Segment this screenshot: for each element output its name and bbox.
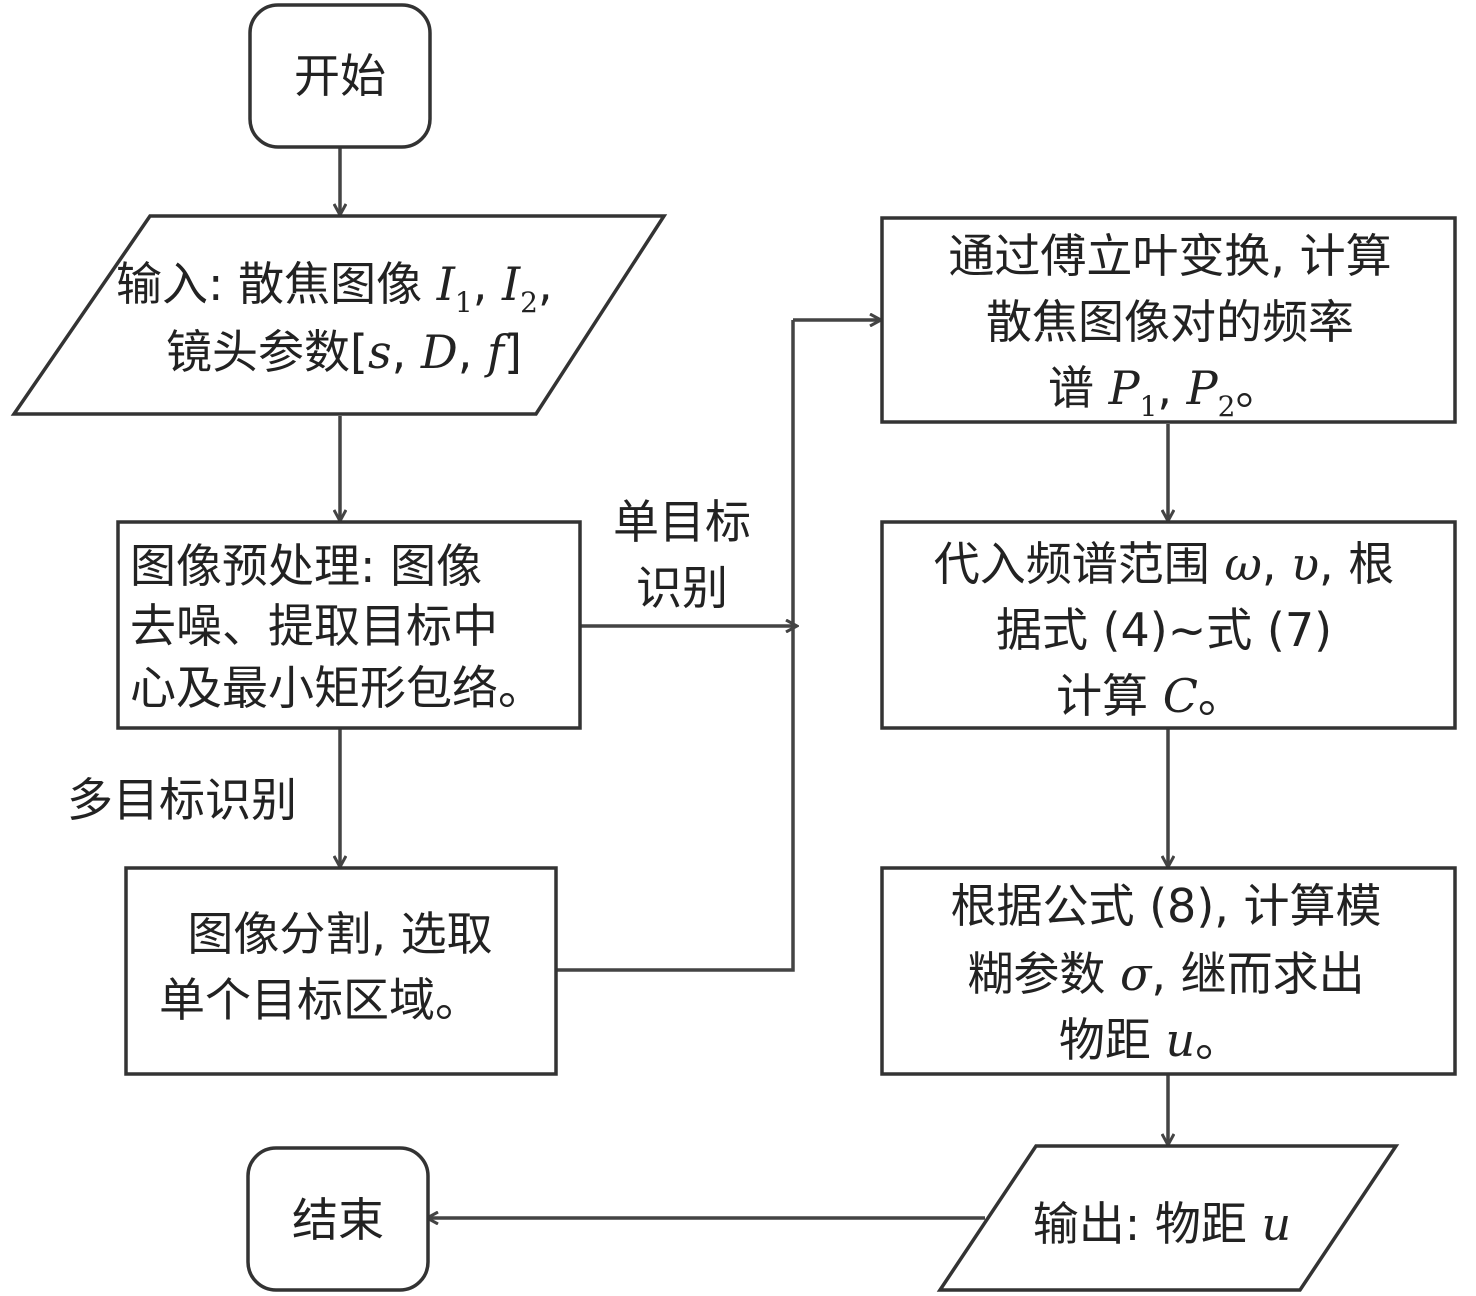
- multi-target-label: 多目标识别: [67, 773, 297, 827]
- end-node: 结束: [246, 1146, 430, 1292]
- segment-node: 图像分割, 选取 单个目标区域。: [124, 866, 558, 1076]
- fourier-line-2: 散焦图像对的频率: [986, 295, 1354, 349]
- fourier-line-3: 谱 P1, P2。: [1048, 361, 1281, 423]
- input-node: 输入: 散焦图像 I1, I2, 镜头参数[s, D, f]: [10, 214, 668, 416]
- preprocess-line-2: 去噪、提取目标中: [130, 599, 498, 653]
- connector-segment-to-junction: [556, 320, 795, 972]
- single-target-label-line-1: 单目标: [613, 495, 751, 549]
- compute-u-line-3: 物距 u。: [1059, 1013, 1241, 1067]
- preprocess-line-1: 图像预处理: 图像: [130, 539, 482, 593]
- compute-c-node: 代入频谱范围 ω, υ, 根 据式 (4)~式 (7) 计算 C。: [880, 520, 1457, 730]
- fourier-node: 通过傅立叶变换, 计算 散焦图像对的频率 谱 P1, P2。: [880, 216, 1457, 424]
- output-label: 输出: 物距 u: [1033, 1197, 1291, 1251]
- compute-u-node: 根据公式 (8), 计算模 糊参数 σ, 继而求出 物距 u。: [880, 866, 1457, 1076]
- input-line-2: 镜头参数[s, D, f]: [166, 325, 522, 379]
- segment-line-2: 单个目标区域。: [159, 973, 481, 1027]
- compute-u-line-1: 根据公式 (8), 计算模: [950, 879, 1381, 933]
- output-node: 输出: 物距 u: [936, 1144, 1400, 1292]
- compute-c-line-3: 计算 C。: [1056, 669, 1244, 723]
- fourier-line-1: 通过傅立叶变换, 计算: [948, 229, 1391, 283]
- input-line-1: 输入: 散焦图像 I1, I2,: [116, 257, 553, 319]
- compute-c-line-1: 代入频谱范围 ω, υ, 根: [934, 537, 1395, 591]
- segment-line-1: 图像分割, 选取: [187, 907, 492, 961]
- end-label: 结束: [292, 1193, 384, 1247]
- compute-c-line-2: 据式 (4)~式 (7): [996, 603, 1332, 657]
- start-node: 开始: [248, 3, 432, 149]
- preprocess-node: 图像预处理: 图像 去噪、提取目标中 心及最小矩形包络。: [116, 520, 582, 730]
- single-target-label-line-2: 识别: [636, 561, 728, 615]
- start-label: 开始: [294, 49, 386, 103]
- compute-u-line-2: 糊参数 σ, 继而求出: [967, 947, 1364, 1001]
- preprocess-line-3: 心及最小矩形包络。: [130, 661, 544, 715]
